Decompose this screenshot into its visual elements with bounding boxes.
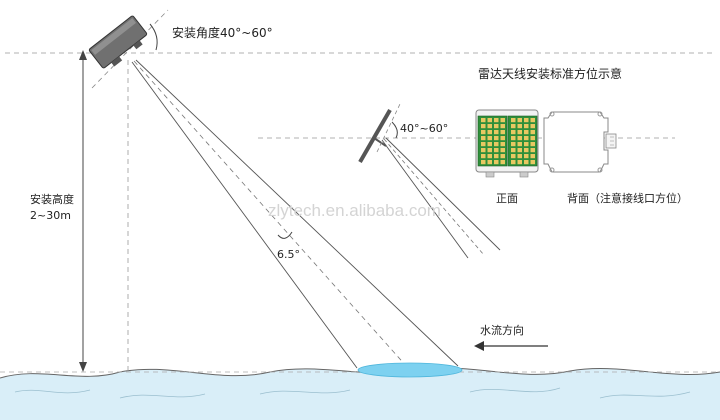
install-angle-arc-mid [391, 121, 398, 139]
antenna-cell [481, 118, 486, 123]
flow-direction-label: 水流方向 [480, 323, 524, 337]
antenna-cell [511, 124, 516, 129]
antenna-cell [500, 124, 505, 129]
antenna-cell [500, 160, 505, 165]
arrow-left-icon [474, 341, 484, 351]
antenna-cell [487, 130, 492, 135]
antenna-cell [530, 118, 535, 123]
antenna-cell [487, 124, 492, 129]
antenna-cell [481, 148, 486, 153]
install-height-title: 安装高度 [30, 192, 74, 206]
antenna-cell [517, 160, 522, 165]
antenna-cell [500, 130, 505, 135]
antenna-cell [500, 118, 505, 123]
antenna-cell [530, 130, 535, 135]
antenna-cell [494, 148, 499, 153]
antenna-cell [530, 160, 535, 165]
antenna-cell [524, 142, 529, 147]
antenna-cell [494, 130, 499, 135]
beam-angle-label: 6.5° [277, 248, 300, 261]
antenna-cell [517, 148, 522, 153]
antenna-cell [494, 154, 499, 159]
water-ripple [14, 387, 691, 399]
antenna-cell [530, 124, 535, 129]
antenna-cell [524, 136, 529, 141]
mid-beam-right [385, 137, 501, 251]
antenna-front-board [475, 109, 539, 178]
antenna-cell [494, 124, 499, 129]
antenna-cell [524, 154, 529, 159]
antenna-cell [524, 148, 529, 153]
antenna-cell [511, 130, 516, 135]
antenna-cell [487, 148, 492, 153]
antenna-cell [481, 154, 486, 159]
antenna-cell [494, 160, 499, 165]
antenna-cell [511, 154, 516, 159]
antenna-cell [494, 142, 499, 147]
antenna-cell [511, 160, 516, 165]
antenna-cell [500, 142, 505, 147]
antenna-cell [511, 142, 516, 147]
height-arrow-down [79, 362, 87, 372]
antenna-cell [530, 142, 535, 147]
water-surface [0, 368, 720, 420]
antenna-cell [487, 136, 492, 141]
front-label: 正面 [496, 192, 518, 205]
antenna-cell [530, 136, 535, 141]
beam-angle-arc [277, 231, 293, 239]
antenna-cell [517, 130, 522, 135]
water-line [0, 367, 720, 379]
install-angle-mid-label: 40°~60° [400, 122, 448, 135]
beam-edge-right [135, 59, 459, 367]
antenna-cell [481, 130, 486, 135]
install-angle-arc-top [149, 23, 158, 51]
antenna-cell [517, 136, 522, 141]
antenna-back-housing [543, 111, 617, 173]
install-angle-top-label: 安装角度40°~60° [172, 25, 273, 40]
antenna-cell [511, 136, 516, 141]
antenna-cell [500, 148, 505, 153]
antenna-cell [517, 142, 522, 147]
mid-beam-left [381, 139, 469, 259]
antenna-cell [481, 160, 486, 165]
antenna-cell [517, 154, 522, 159]
radar-axis-dashed [91, 9, 169, 89]
antenna-cell [494, 118, 499, 123]
antenna-cell [530, 148, 535, 153]
antenna-cells [481, 118, 535, 165]
antenna-cell [517, 124, 522, 129]
antenna-cell [487, 154, 492, 159]
antenna-cell [487, 142, 492, 147]
beam-center-dashed [133, 60, 409, 369]
antenna-cell [500, 154, 505, 159]
antenna-cell [481, 124, 486, 129]
antenna-cell [481, 142, 486, 147]
antenna-cell [494, 136, 499, 141]
antenna-cell [511, 118, 516, 123]
antenna-cell [500, 136, 505, 141]
mid-axis-dashed [376, 103, 401, 153]
orientation-title: 雷达天线安装标准方位示意 [478, 66, 622, 81]
beam-footprint [357, 362, 463, 378]
mid-beam-center [383, 138, 485, 256]
install-height-range: 2~30m [30, 209, 71, 222]
antenna-cell [524, 160, 529, 165]
antenna-cell [530, 154, 535, 159]
watermark: zlytech.en.alibaba.com [268, 201, 441, 220]
antenna-cell [524, 118, 529, 123]
radar-sensor-icon [88, 15, 148, 69]
beam-edge-left [131, 61, 358, 369]
radar-panel-icon [358, 109, 392, 163]
antenna-cell [524, 124, 529, 129]
back-label: 背面（注意接线口方位） [567, 191, 688, 205]
antenna-cell [487, 118, 492, 123]
antenna-cell [517, 118, 522, 123]
antenna-cell [511, 148, 516, 153]
antenna-cell [481, 136, 486, 141]
antenna-cell [487, 160, 492, 165]
height-arrow-up [79, 50, 87, 60]
antenna-cell [524, 130, 529, 135]
